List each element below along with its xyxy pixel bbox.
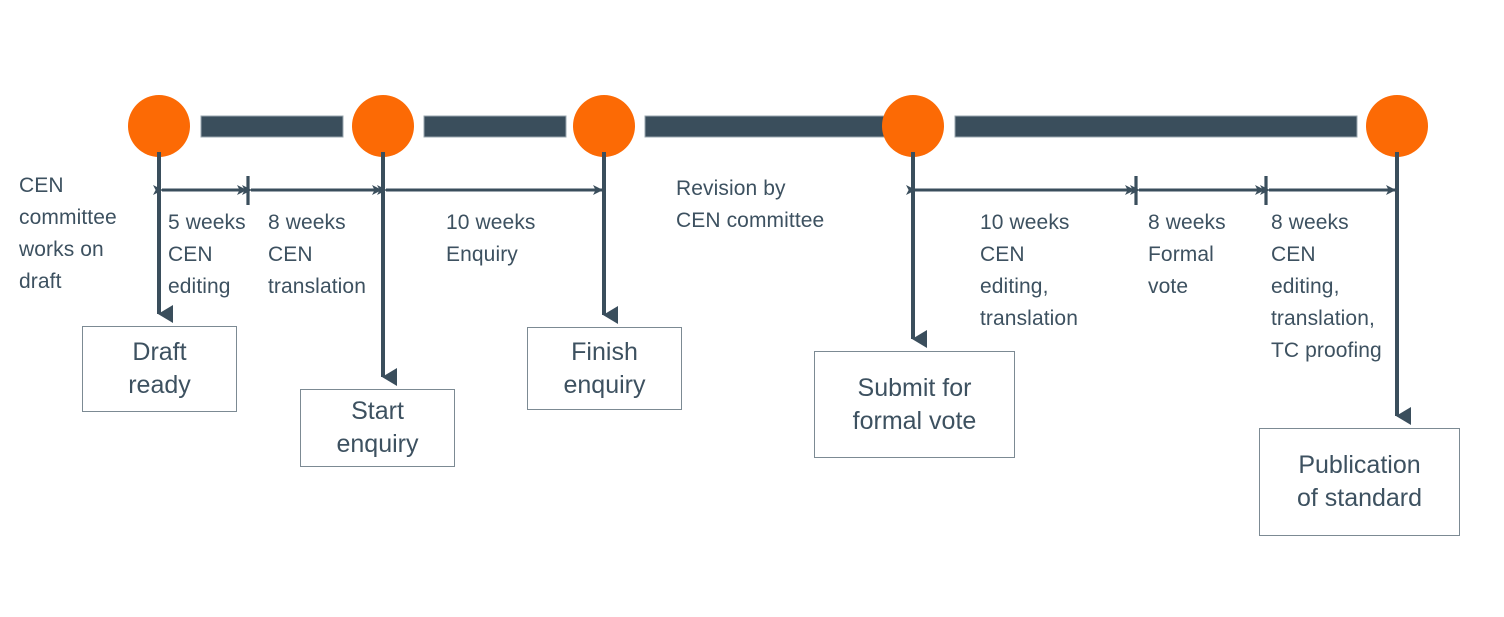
- rail-4-5: [954, 115, 1358, 138]
- timeline-node-group: [128, 95, 1428, 157]
- segment-label-cen-editing-translation-proofing-duration: 8 weeks: [1271, 211, 1349, 234]
- timeline-rail-group: [200, 115, 1358, 138]
- segment-label-cen-editing-translation-proofing-activity: CEN editing, translation, TC proofing: [1271, 243, 1382, 362]
- milestone-start-enquiry[interactable]: Start enquiry: [300, 389, 455, 467]
- milestone-draft-ready[interactable]: Draft ready: [82, 326, 237, 412]
- segment-label-cen-translation-duration: 8 weeks: [268, 211, 346, 234]
- timeline-node-4: [882, 95, 944, 157]
- segment-label-cen-editing-translation-activity: CEN editing, translation: [980, 243, 1078, 330]
- segment-label-cen-translation-activity: CEN translation: [268, 243, 366, 298]
- milestone-finish-enquiry[interactable]: Finish enquiry: [527, 327, 682, 410]
- note-cen-committee-draft: CEN committee works on draft: [19, 174, 117, 293]
- rail-2-3: [423, 115, 567, 138]
- rail-3-4: [644, 115, 886, 138]
- segment-label-enquiry-duration: 10 weeks: [446, 211, 536, 234]
- milestone-publication-of-standard[interactable]: Publication of standard: [1259, 428, 1460, 536]
- segment-label-cen-editing-activity: CEN editing: [168, 243, 231, 298]
- timeline-node-3: [573, 95, 635, 157]
- segment-label-enquiry-activity: Enquiry: [446, 243, 518, 266]
- segment-label-formal-vote-duration: 8 weeks: [1148, 211, 1226, 234]
- segment-label-cen-editing-duration: 5 weeks: [168, 211, 246, 234]
- segment-label-cen-editing-translation-duration: 10 weeks: [980, 211, 1070, 234]
- timeline-node-1: [128, 95, 190, 157]
- timeline-node-2: [352, 95, 414, 157]
- milestone-submit-formal-vote[interactable]: Submit for formal vote: [814, 351, 1015, 458]
- timeline-node-5: [1366, 95, 1428, 157]
- rail-1-2: [200, 115, 344, 138]
- note-revision-cen-committee: Revision by CEN committee: [676, 177, 825, 232]
- segment-label-formal-vote-activity: Formal vote: [1148, 243, 1214, 298]
